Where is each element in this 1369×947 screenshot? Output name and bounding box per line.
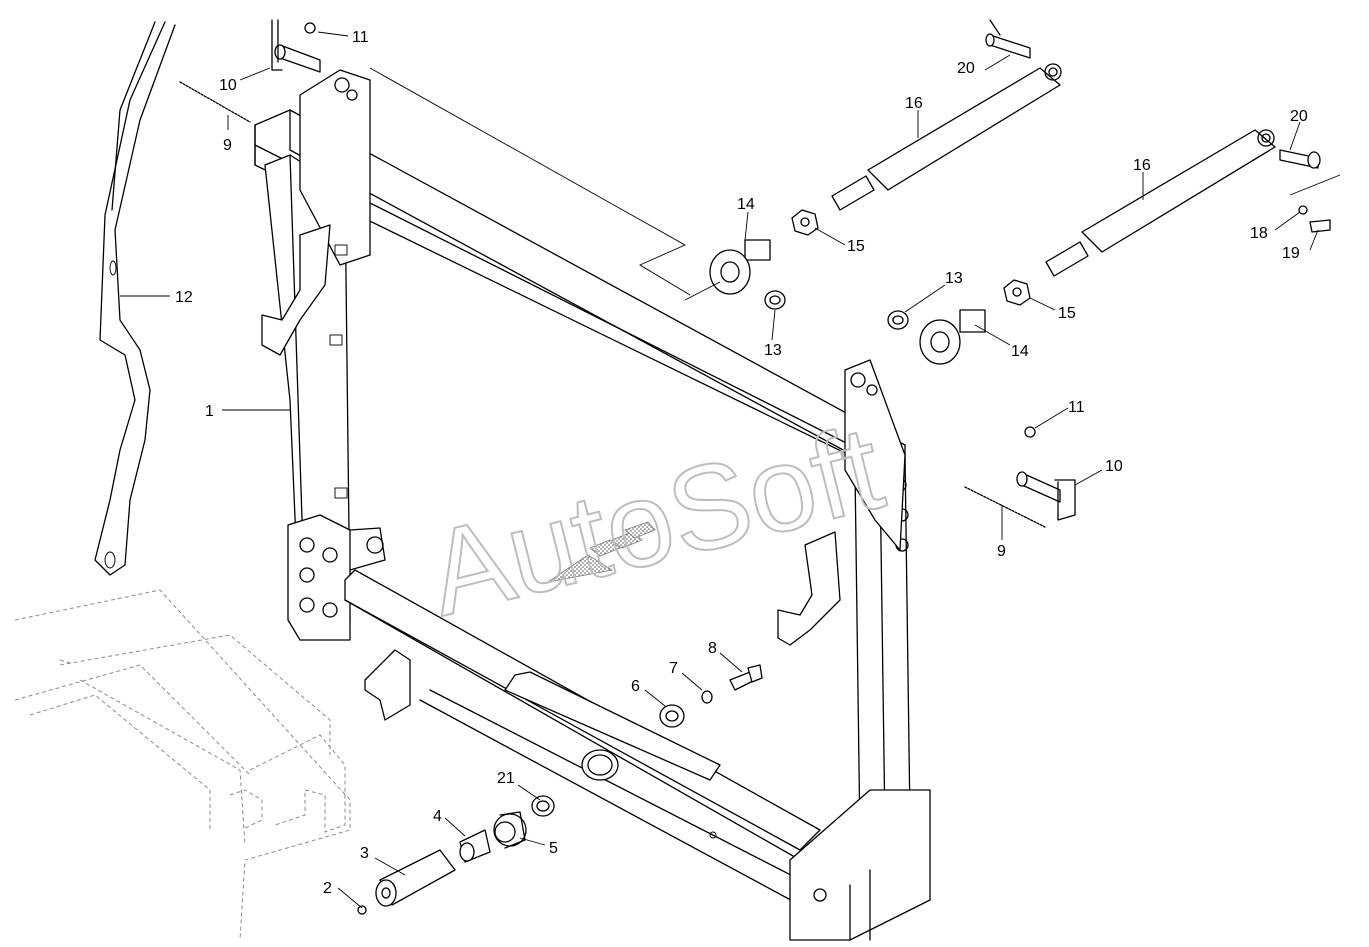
callout-8: 8 bbox=[708, 640, 717, 657]
callout-18: 18 bbox=[1250, 225, 1268, 242]
callout-15-lower: 15 bbox=[1058, 305, 1076, 322]
callout-10-lower: 10 bbox=[1105, 458, 1123, 475]
lock-pin-10-lower bbox=[1016, 426, 1076, 521]
spring-pin-9-lower bbox=[964, 486, 1046, 528]
spring-pin-9-upper bbox=[179, 81, 251, 123]
callout-10-upper: 10 bbox=[219, 77, 237, 94]
callout-6: 6 bbox=[631, 678, 640, 695]
callout-15-upper: 15 bbox=[847, 238, 865, 255]
callout-13-lower: 13 bbox=[945, 270, 963, 287]
callout-16-upper: 16 bbox=[905, 95, 923, 112]
callout-11-upper: 11 bbox=[352, 29, 369, 46]
upper-link-16-top bbox=[831, 19, 1062, 211]
spacer-4 bbox=[459, 829, 491, 863]
callout-leaders bbox=[120, 31, 1341, 909]
washer-18 bbox=[1298, 205, 1308, 215]
washer-7 bbox=[701, 690, 713, 704]
callout-16-lower: 16 bbox=[1133, 157, 1151, 174]
callout-21: 21 bbox=[497, 770, 515, 787]
callout-19: 19 bbox=[1282, 245, 1300, 262]
callout-7: 7 bbox=[669, 660, 678, 677]
bolt-8 bbox=[729, 664, 763, 691]
pin-3 bbox=[375, 849, 456, 907]
callout-11-lower: 11 bbox=[1068, 399, 1085, 416]
callout-1: 1 bbox=[205, 403, 214, 420]
washer-13-upper bbox=[764, 290, 786, 310]
mounting-frame-1 bbox=[254, 67, 931, 941]
callout-9-upper: 9 bbox=[223, 137, 232, 154]
callout-labels: 1 2 3 4 5 6 7 8 9 9 10 10 11 11 12 13 13… bbox=[175, 29, 1308, 897]
callout-2: 2 bbox=[323, 880, 332, 897]
rod-end-14-lower bbox=[919, 309, 986, 365]
callout-12: 12 bbox=[175, 289, 193, 306]
bolt-19 bbox=[1309, 219, 1331, 233]
callout-20-lower: 20 bbox=[1290, 108, 1308, 125]
grease-nipple-2 bbox=[357, 905, 367, 915]
nut-15-upper bbox=[791, 209, 819, 236]
upper-link-16-bottom bbox=[1045, 129, 1321, 277]
bushing-6 bbox=[659, 704, 685, 728]
nut-15-lower bbox=[1003, 279, 1031, 306]
tractor-loader-arm-outline bbox=[14, 589, 351, 941]
callout-5: 5 bbox=[549, 840, 558, 857]
callout-20-upper: 20 bbox=[957, 60, 975, 77]
callout-13-upper: 13 bbox=[764, 342, 782, 359]
hydraulic-line-12 bbox=[94, 21, 176, 576]
lock-pin-10-upper bbox=[271, 19, 321, 73]
callout-14-upper: 14 bbox=[737, 196, 755, 213]
callout-9-lower: 9 bbox=[997, 543, 1006, 560]
callout-3: 3 bbox=[360, 845, 369, 862]
bearing-5 bbox=[493, 811, 527, 849]
callout-14-lower: 14 bbox=[1011, 343, 1029, 360]
bushing-21 bbox=[531, 795, 555, 817]
washer-13-lower bbox=[887, 310, 909, 330]
rod-end-14-upper bbox=[709, 239, 771, 295]
callout-4: 4 bbox=[433, 808, 442, 825]
